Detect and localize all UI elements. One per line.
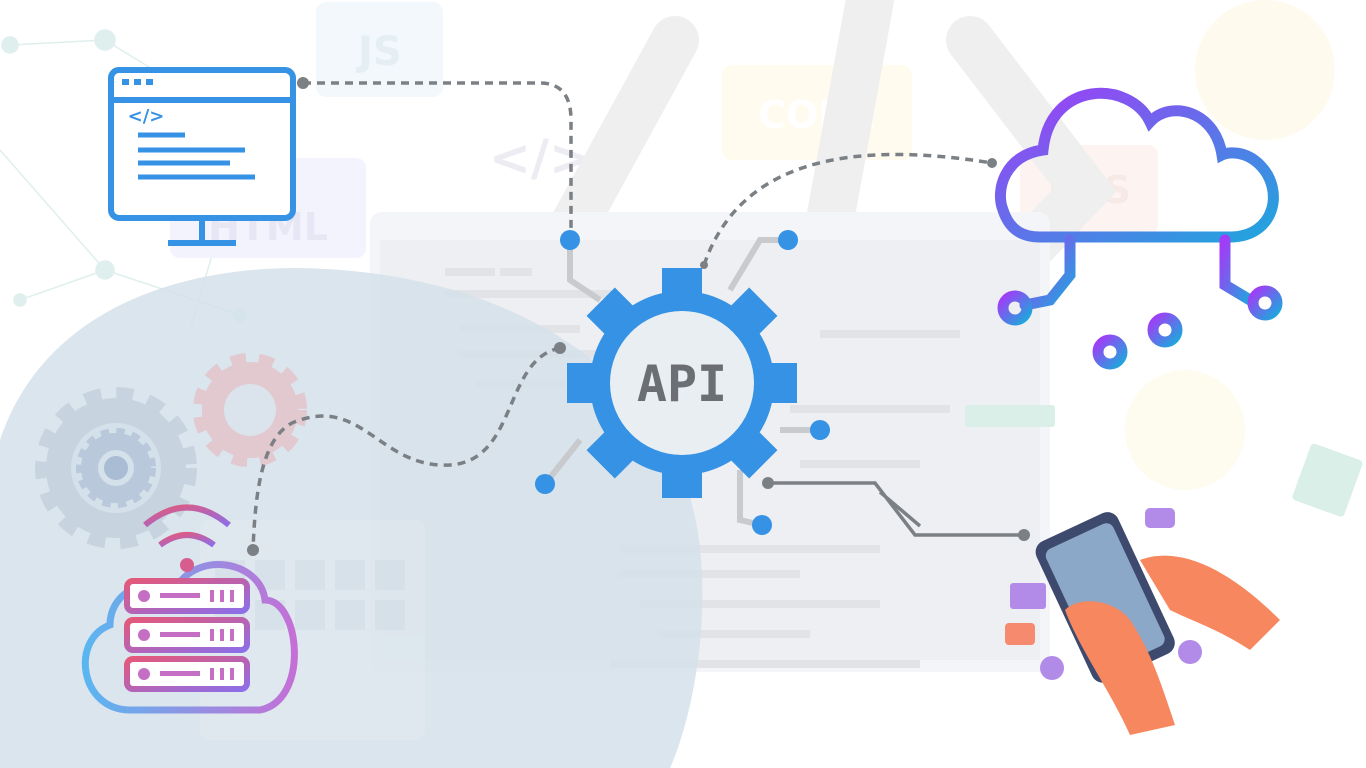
gear-gray-icon <box>35 387 197 549</box>
circuit-dots <box>535 230 830 535</box>
api-label: API <box>637 355 727 413</box>
monitor-code-symbol: </> <box>128 106 165 127</box>
phone-connector <box>768 481 1024 537</box>
api-gear-icon: API <box>567 268 797 498</box>
calendar-background <box>200 520 425 740</box>
cloud-network-icon <box>994 87 1283 370</box>
code-monitor-icon <box>108 67 296 246</box>
gear-pink-icon <box>193 353 307 467</box>
monitor-dots <box>122 79 153 85</box>
connectors <box>251 81 993 551</box>
server-cloud-icon <box>81 504 298 714</box>
js-tag-label: JS <box>355 29 402 75</box>
lightbulb-background <box>1125 0 1335 490</box>
phone-in-hands-illustration <box>965 405 1363 735</box>
js-tag <box>316 2 443 97</box>
